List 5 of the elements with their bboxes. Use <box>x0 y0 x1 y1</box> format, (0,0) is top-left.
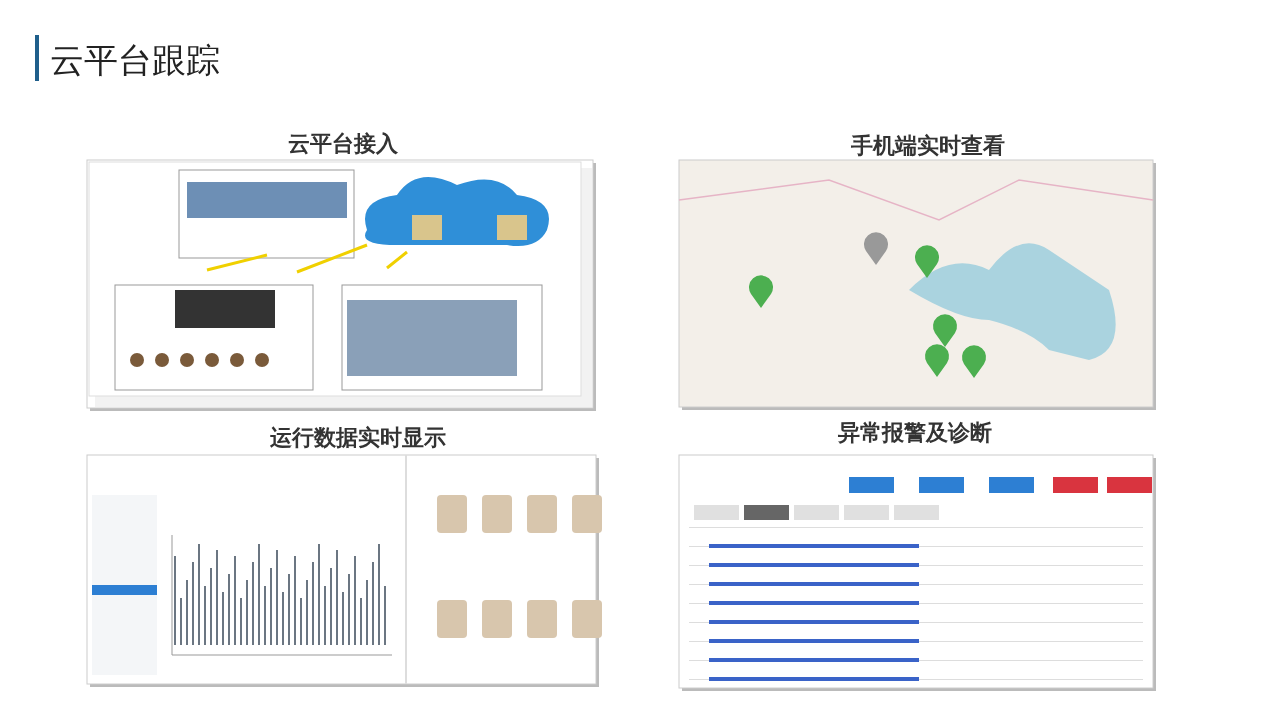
panel-heading: 异常报警及诊断 <box>838 419 992 447</box>
panel-heading: 云平台接入 <box>288 130 398 158</box>
panel-heading: 手机端实时查看 <box>851 132 1005 160</box>
slide-title: 云平台跟踪 <box>50 39 220 82</box>
panel-heading: 运行数据实时显示 <box>270 424 446 452</box>
